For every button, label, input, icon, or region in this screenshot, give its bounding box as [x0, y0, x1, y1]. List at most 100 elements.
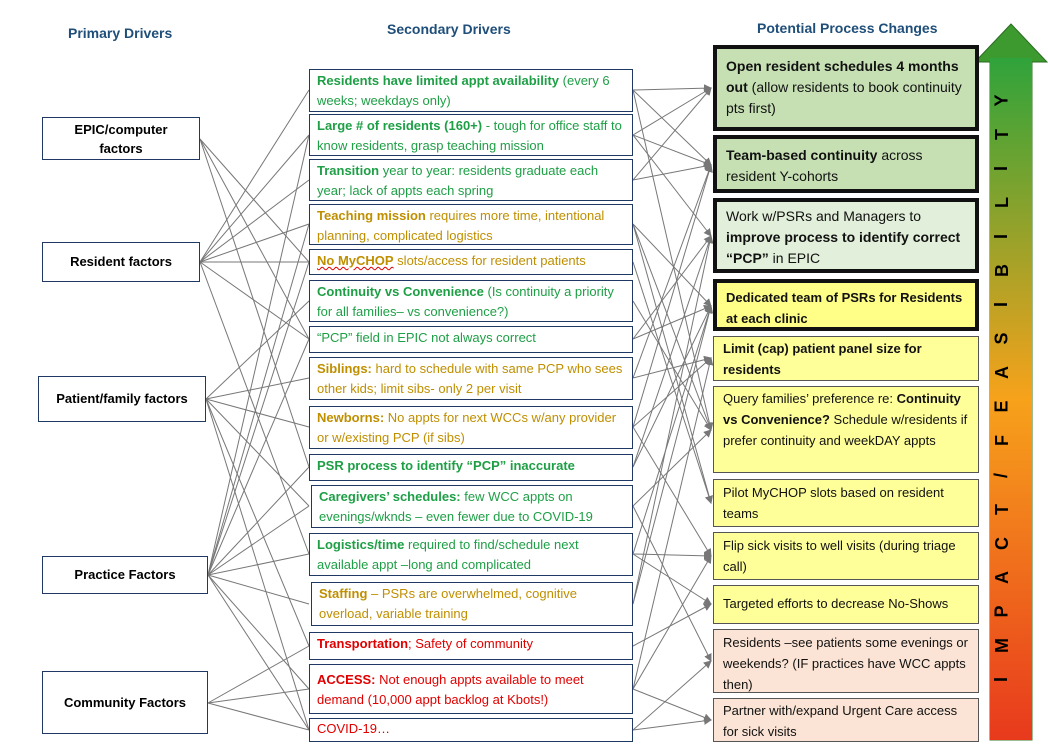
- primary-secondary-connector: [199, 138, 310, 340]
- secondary-change-connector: [632, 660, 712, 731]
- secondary-change-connector: [632, 603, 712, 647]
- secondary-change-connector: [632, 305, 713, 555]
- secondary-text: ; Safety of community: [408, 636, 534, 651]
- arrow-label-letter: A: [991, 570, 1012, 584]
- primary-secondary-connector: [205, 300, 310, 400]
- change-decrease-no-shows: Targeted efforts to decrease No-Shows: [713, 585, 979, 624]
- secondary-change-connector: [632, 357, 712, 428]
- primary-secondary-connector: [199, 261, 310, 555]
- secondary-text: “PCP” field in EPIC not always correct: [317, 330, 536, 345]
- secondary-change-connector: [632, 134, 712, 167]
- primary-secondary-connector: [207, 505, 310, 576]
- primary-patient-family: Patient/family factors: [38, 376, 206, 422]
- secondary-text: year to year: residents graduate each ye…: [317, 163, 599, 198]
- primary-epic-computer: EPIC/computer factors: [42, 117, 200, 160]
- change-text: Work w/PSRs and Managers to: [726, 208, 922, 224]
- primary-resident-factors: Resident factors: [42, 242, 200, 282]
- change-bold: Limit (cap) patient panel size for resid…: [723, 341, 922, 377]
- change-text: Flip sick visits to well visits (during …: [723, 538, 956, 574]
- secondary-text: - tough for office staff to know residen…: [317, 118, 622, 153]
- secondary-change-connector: [632, 305, 712, 340]
- secondary-change-connector: [632, 505, 712, 662]
- secondary-bold: PSR process to identify “PCP” inaccurate: [317, 458, 575, 473]
- arrow-label-letter: I: [991, 234, 1012, 240]
- change-flip-sick-visits: Flip sick visits to well visits (during …: [713, 532, 979, 580]
- primary-secondary-connector: [207, 261, 310, 576]
- secondary-text: slots/access for resident patients: [393, 253, 586, 268]
- secondary-change-connector: [632, 553, 712, 605]
- arrow-label-letter: L: [991, 197, 1012, 209]
- primary-secondary-connector: [207, 574, 310, 605]
- primary-secondary-connector: [207, 645, 310, 704]
- arrow-label-letter: I: [991, 166, 1012, 172]
- secondary-large-residents: Large # of residents (160+) - tough for …: [309, 114, 633, 156]
- primary-community-factors: Community Factors: [42, 671, 208, 734]
- secondary-change-connector: [632, 162, 712, 181]
- arrow-label-letter: A: [991, 366, 1012, 380]
- secondary-change-connector: [632, 305, 712, 468]
- arrow-label-letter: I: [991, 302, 1012, 308]
- secondary-text: requires more time, intentional planning…: [317, 208, 605, 243]
- change-open-schedules: Open resident schedules 4 months out (al…: [713, 45, 979, 131]
- change-text: Pilot MyCHOP slots based on resident tea…: [723, 485, 944, 521]
- primary-practice-factors: Practice Factors: [42, 556, 208, 594]
- primary-label: Community Factors: [63, 694, 187, 710]
- secondary-text: hard to schedule with same PCP who sees …: [317, 361, 623, 396]
- change-team-continuity: Team-based continuity across resident Y-…: [713, 135, 979, 193]
- primary-secondary-connector: [207, 574, 310, 731]
- primary-secondary-connector: [205, 377, 310, 400]
- change-bold: improve process to identify correct “PCP…: [726, 229, 961, 266]
- secondary-bold: Caregivers’ schedules:: [319, 489, 461, 504]
- secondary-change-connector: [632, 87, 712, 136]
- secondary-bold: Staffing: [319, 586, 368, 601]
- change-evening-weekend: Residents –see patients some evenings or…: [713, 629, 979, 693]
- secondary-newborns: Newborns: No appts for next WCCs w/any p…: [309, 406, 633, 449]
- change-text: Targeted efforts to decrease No-Shows: [723, 596, 949, 611]
- secondary-text: – PSRs are overwhelmed, cognitive overlo…: [319, 586, 577, 621]
- primary-label: Patient/family factors: [56, 391, 188, 406]
- primary-secondary-connector: [207, 702, 310, 731]
- secondary-continuity-convenience: Continuity vs Convenience (Is continuity…: [309, 280, 633, 322]
- secondary-change-connector: [632, 87, 712, 181]
- secondary-change-connector: [632, 355, 712, 379]
- secondary-logistics-time: Logistics/time required to find/schedule…: [309, 533, 633, 576]
- secondary-bold: Teaching mission: [317, 208, 426, 223]
- secondary-text: (Is continuity a priority for all famili…: [317, 284, 614, 319]
- secondary-change-connector: [632, 551, 712, 560]
- secondary-bold: Large # of residents (160+): [317, 118, 483, 133]
- secondary-change-connector: [632, 688, 712, 722]
- primary-secondary-connector: [199, 138, 310, 468]
- arrow-label-letter: T: [991, 129, 1012, 141]
- secondary-change-connector: [632, 357, 714, 690]
- secondary-bold: No MyCHOP: [317, 253, 394, 268]
- secondary-bold: Logistics/time: [317, 537, 405, 552]
- secondary-access: ACCESS: Not enough appts available to me…: [309, 664, 633, 714]
- primary-secondary-connector: [199, 179, 310, 263]
- change-limit-panel: Limit (cap) patient panel size for resid…: [713, 336, 979, 381]
- secondary-transition: Transition year to year: residents gradu…: [309, 159, 633, 201]
- change-dedicated-psr-team: Dedicated team of PSRs for Residents at …: [713, 279, 979, 331]
- primary-label-2: factors: [99, 140, 143, 156]
- secondary-change-connector: [632, 235, 712, 340]
- primary-secondary-connector: [205, 398, 310, 507]
- secondary-psr-process: PSR process to identify “PCP” inaccurate: [309, 454, 633, 481]
- secondary-change-connector: [632, 89, 712, 166]
- secondary-text: (every 6 weeks; weekdays only): [317, 73, 610, 108]
- change-text: (allow residents to book continuity pts …: [726, 79, 962, 116]
- primary-secondary-connector: [207, 338, 310, 576]
- arrow-label-letter: P: [991, 605, 1012, 618]
- change-text: across resident Y-cohorts: [726, 147, 923, 184]
- primary-secondary-connector: [207, 223, 310, 576]
- primary-label: Resident factors: [70, 254, 172, 269]
- arrow-label-letter: /: [991, 472, 1012, 478]
- change-query-preference: Query families’ preference re: Continuit…: [713, 386, 979, 473]
- secondary-change-connector: [632, 300, 712, 431]
- secondary-pcp-field: “PCP” field in EPIC not always correct: [309, 326, 633, 353]
- change-text: Partner with/expand Urgent Care access f…: [723, 703, 958, 739]
- secondary-change-connector: [632, 223, 713, 431]
- secondary-text: No appts for next WCCs w/any provider or…: [317, 410, 617, 445]
- change-text: Residents –see patients some evenings or…: [723, 635, 968, 692]
- change-text: Query families’ preference re:: [723, 391, 897, 406]
